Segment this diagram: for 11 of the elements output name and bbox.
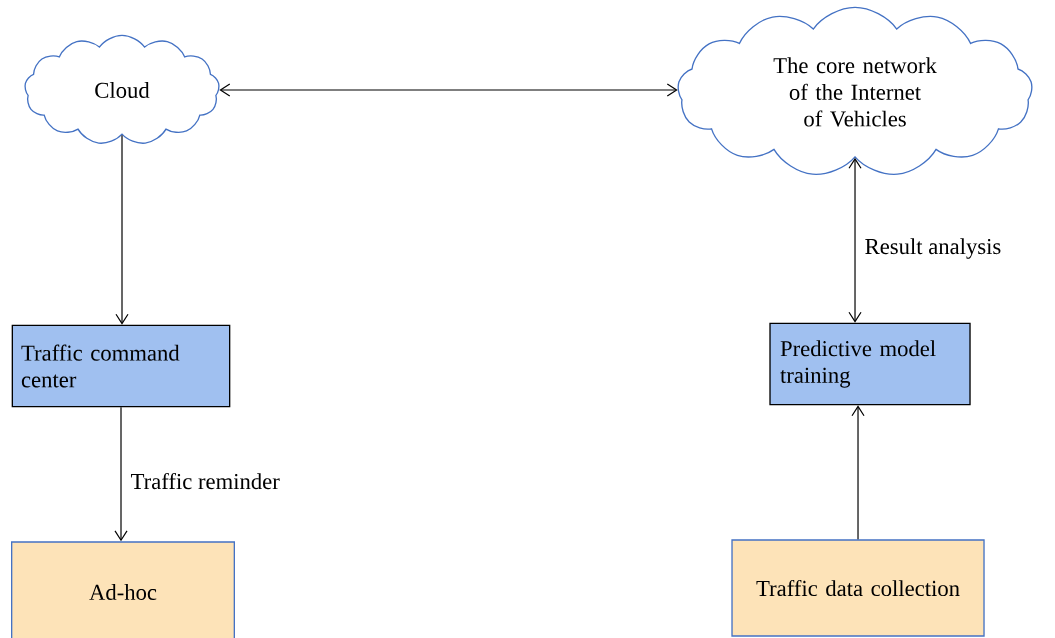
arrow: [115, 134, 129, 325]
edge-label: Result analysis: [865, 238, 1001, 259]
arrow: [219, 83, 678, 97]
process-box: Predictive model training: [769, 322, 971, 406]
arrow: [114, 406, 128, 542]
arrow: [848, 157, 862, 323]
edge-label: Traffic reminder: [131, 472, 280, 490]
process-box: Traffic command center: [11, 324, 231, 408]
process-box: Ad-hoc: [11, 541, 235, 638]
arrow: [851, 405, 865, 540]
process-box: Traffic data collection: [731, 539, 985, 637]
